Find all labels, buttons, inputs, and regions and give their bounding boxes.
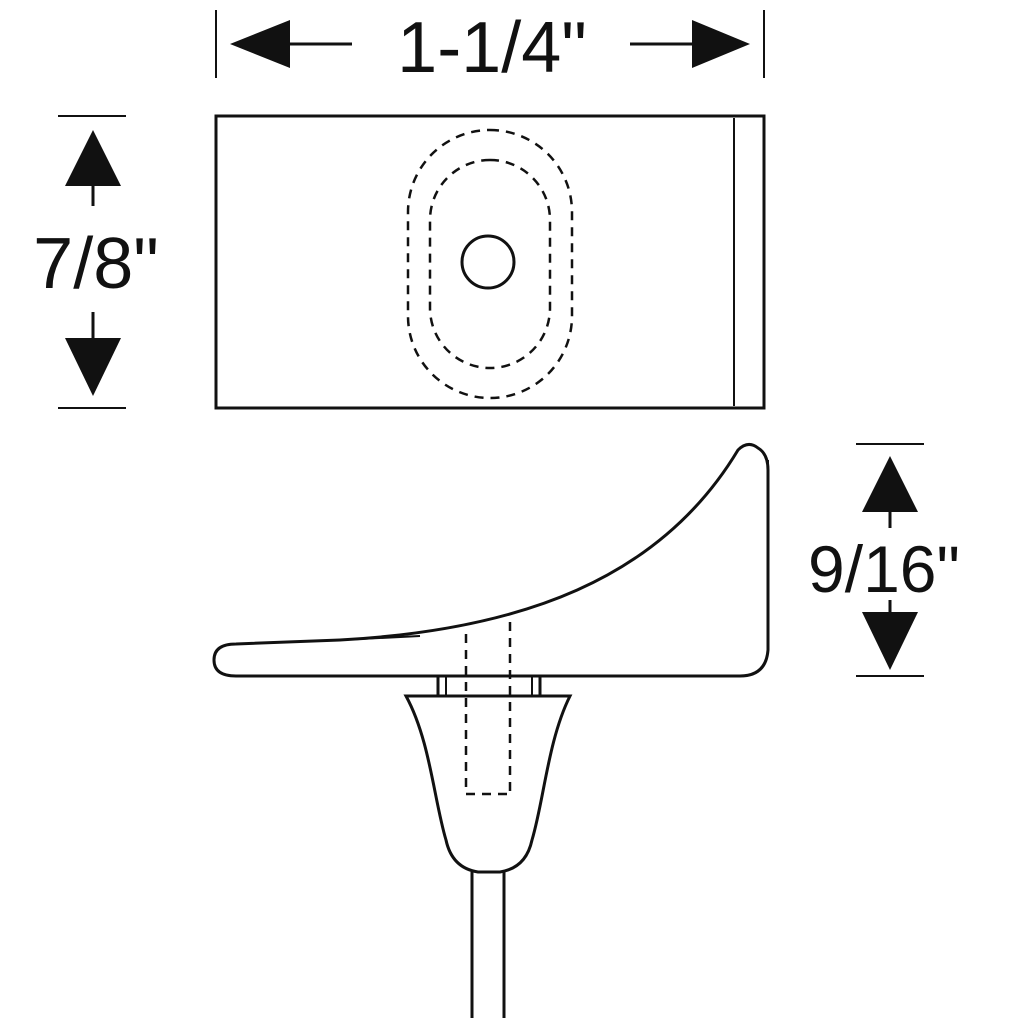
center-hole bbox=[460, 234, 516, 290]
side-view bbox=[212, 443, 770, 678]
width-dimension: 1-1/4" bbox=[215, 8, 765, 88]
slot-outer-dashed bbox=[406, 128, 574, 400]
wedge-body-outline bbox=[212, 443, 770, 678]
mounting-stud bbox=[403, 622, 573, 1018]
height-dimension: 7/8" bbox=[33, 115, 159, 409]
height-label: 7/8" bbox=[33, 224, 159, 304]
thickness-label: 9/16" bbox=[808, 532, 960, 606]
top-view-outline bbox=[214, 114, 766, 410]
thickness-dimension: 9/16" bbox=[808, 443, 960, 677]
slot-inner-dashed bbox=[428, 158, 552, 370]
width-arrow-right-icon bbox=[692, 20, 750, 68]
height-arrow-down-icon bbox=[65, 338, 121, 396]
height-arrow-up-icon bbox=[65, 130, 121, 186]
stud-collar bbox=[436, 674, 542, 698]
thickness-arrow-up-icon bbox=[862, 456, 918, 512]
thickness-arrow-down-icon bbox=[862, 612, 918, 670]
plug-body-outline bbox=[403, 694, 573, 874]
top-view bbox=[214, 114, 766, 410]
wedge-top-face-line bbox=[339, 635, 421, 641]
width-arrow-left-icon bbox=[230, 20, 290, 68]
width-label: 1-1/4" bbox=[397, 8, 587, 88]
